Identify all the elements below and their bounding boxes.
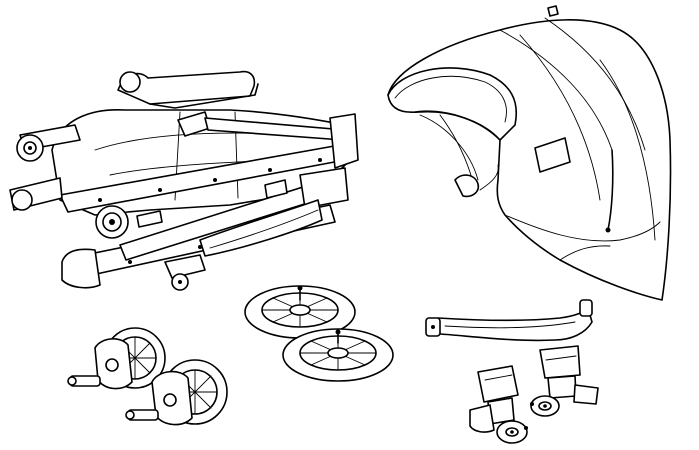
mounting-bracket-left <box>469 365 528 444</box>
front-swivel-wheel-right <box>125 359 228 426</box>
canopy-brand-tag <box>534 137 571 173</box>
mounting-bracket-right <box>530 345 599 417</box>
folded-stroller-frame <box>9 70 359 291</box>
bumper-bar <box>425 299 593 342</box>
rear-wheel-pair <box>244 285 394 382</box>
canopy <box>387 5 672 301</box>
front-swivel-wheel-left <box>67 327 166 390</box>
